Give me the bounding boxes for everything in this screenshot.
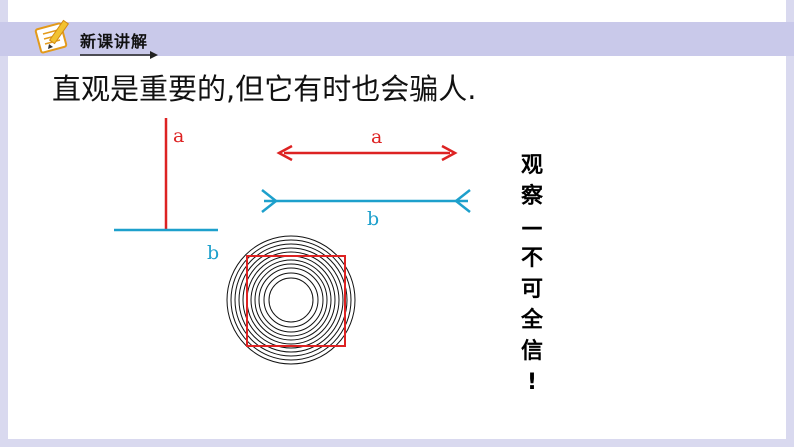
side-char: 不 [520,246,543,271]
frame-left [0,0,8,447]
side-char-dash: — [521,215,543,240]
main-sentence: 直观是重要的,但它有时也会骗人. [52,72,477,106]
frame-right [786,0,794,447]
vertical-warning-text: 观 察 — 不 可 全 信 ! [512,150,552,398]
t-label-a: a [173,125,185,147]
frame-bottom [0,439,794,447]
red-square [246,255,346,347]
arrow-head-left [276,144,293,162]
fin-left [261,189,279,213]
side-char: 全 [520,308,543,333]
header-bar [0,22,794,56]
t-label-b: b [207,242,220,264]
arrow-label-a: a [371,126,383,148]
notepad-pencil-icon [34,19,70,54]
concentric-circles [226,235,356,365]
section-title: 新课讲解 [80,32,149,51]
fin-right [453,189,471,213]
side-char: 信 [520,339,543,364]
side-char: ! [526,370,538,395]
arrow-label-b: b [367,208,380,230]
side-char: 察 [520,184,543,209]
arrow-head-right [441,144,458,162]
side-char: 可 [520,277,543,302]
side-char: 观 [520,153,543,178]
title-underline-arrow [80,51,158,59]
